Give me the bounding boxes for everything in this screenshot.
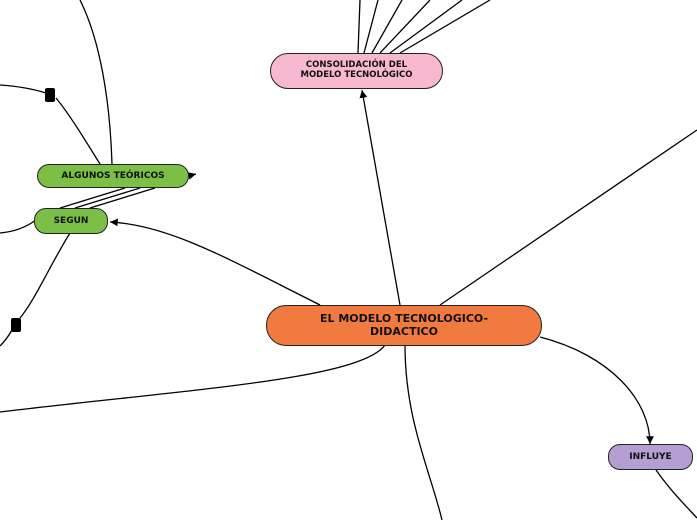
connector-central-right-up (439, 129, 697, 306)
connector-handle-left (0, 84, 47, 94)
connector-consolidacion-up-2 (363, 0, 379, 54)
central-topic[interactable]: EL MODELO TECNOLOGICO- DIDACTICO (266, 305, 542, 346)
connector-algunos-right (187, 172, 197, 180)
connector-segun-left (0, 219, 37, 234)
connector-consolidacion-up-3 (371, 0, 403, 54)
connector-consolidacion-up-5 (389, 0, 463, 54)
connector-central-segun (109, 218, 321, 306)
connector-central-consolidacion (359, 89, 401, 306)
connector-cross-3 (89, 187, 156, 209)
connector-algunos-handle (55, 97, 101, 165)
connector-central-influye (539, 336, 654, 445)
topic-consolidacion[interactable]: CONSOLIDACIÓN DEL MODELO TECNOLÓGICO (270, 53, 443, 89)
connector-consolidacion-up-1 (357, 0, 361, 54)
connector-influye-down (655, 469, 697, 519)
topic-influye[interactable]: INFLUYE (608, 444, 693, 470)
connector-consolidacion-up-6 (399, 0, 491, 54)
topic-segun[interactable]: SEGUN (34, 208, 108, 234)
connector-handle2-left (0, 329, 13, 347)
connector-cross-1 (59, 187, 126, 209)
collapse-handle[interactable] (11, 318, 21, 332)
connector-cross-2 (74, 187, 141, 209)
collapse-handle[interactable] (45, 88, 55, 102)
connector-central-left-down (0, 344, 386, 413)
connector-consolidacion-up-4 (379, 0, 431, 54)
connector-segun-down (19, 232, 71, 319)
topic-algunos-teoricos[interactable]: ALGUNOS TEÓRICOS (37, 164, 189, 188)
connector-algunos-up (79, 0, 113, 165)
connector-central-bottom (404, 344, 443, 520)
